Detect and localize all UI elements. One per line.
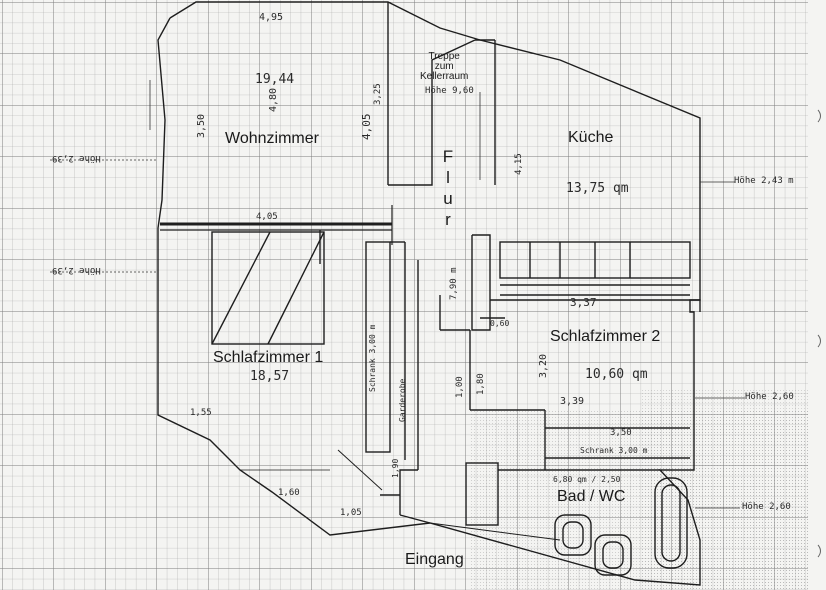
dim-350: 3,50 (196, 113, 207, 138)
flur-length: 7,90 m (449, 267, 459, 300)
schrank-sz1: Schrank 3,00 m (368, 324, 377, 392)
schrank-sz2: Schrank 3,00 m (580, 446, 648, 455)
room-label-bad-wc: Bad / WC (557, 488, 626, 505)
bad-dimension: 6,80 qm / 2,50 (553, 475, 621, 484)
dim-100: 1,00 (455, 376, 465, 398)
dim-320: 3,20 (538, 353, 549, 378)
area-kueche: 13,75 qm (566, 181, 629, 196)
treppe-line-2: zum (434, 61, 454, 72)
room-label-flur: F l u r (441, 148, 455, 232)
area-schlafzimmer-2: 10,60 qm (585, 367, 648, 382)
dim-325: 3,25 (373, 83, 383, 105)
dim-top-width: 4,95 (259, 12, 284, 23)
flur-letter-1: F (442, 147, 454, 166)
height-kueche: Höhe 2,43 m (734, 176, 794, 186)
garderobe: Garderobe (398, 378, 407, 422)
height-left-2: Höhe 2,39 (52, 265, 101, 275)
height-bad: Höhe 2,60 (742, 502, 791, 512)
dimension-lines (50, 80, 745, 509)
room-label-eingang: Eingang (405, 551, 464, 568)
room-label-schlafzimmer-1: Schlafzimmer 1 (213, 349, 324, 366)
room-label-kueche: Küche (568, 129, 614, 146)
area-wohnzimmer: 19,44 (255, 72, 295, 87)
dim-180: 1,80 (476, 373, 486, 395)
treppe-line-1: Treppe (428, 51, 460, 62)
dim-339: 3,39 (560, 396, 585, 407)
flur-letter-2: l (446, 168, 450, 187)
room-label-wohnzimmer: Wohnzimmer (225, 130, 319, 147)
area-schlafzimmer-1: 18,57 (250, 369, 290, 384)
walls (157, 1, 701, 586)
height-schlafzimmer-2: Höhe 2,60 (745, 392, 794, 402)
dim-155: 1,55 (190, 408, 212, 418)
dim-350b: 3,50 (610, 428, 632, 438)
height-left-1: Höhe 2,39 (52, 153, 101, 163)
room-label-schlafzimmer-2: Schlafzimmer 2 (550, 328, 661, 345)
room-label-treppe: Treppe zum Kellerraum (420, 52, 468, 82)
scan-shading-2 (640, 390, 810, 590)
dim-337: 3,37 (570, 296, 597, 309)
dim-405: 4,05 (360, 113, 373, 141)
flur-letter-4: r (445, 210, 451, 229)
dim-105: 1,05 (340, 508, 362, 518)
dim-wall-405: 4,05 (256, 212, 278, 222)
dim-kueche-415: 4,15 (514, 153, 524, 175)
binder-holes (817, 109, 821, 558)
treppe-line-3: Kellerraum (420, 71, 469, 82)
stair-height: Höhe 9,60 (425, 86, 474, 96)
dim-160: 1,60 (278, 488, 300, 498)
dim-190: 1,90 (391, 458, 400, 478)
dim-wohn-length: 4,80 (268, 87, 279, 112)
flur-letter-3: u (443, 189, 453, 208)
dim-060: 0,60 (490, 319, 510, 328)
